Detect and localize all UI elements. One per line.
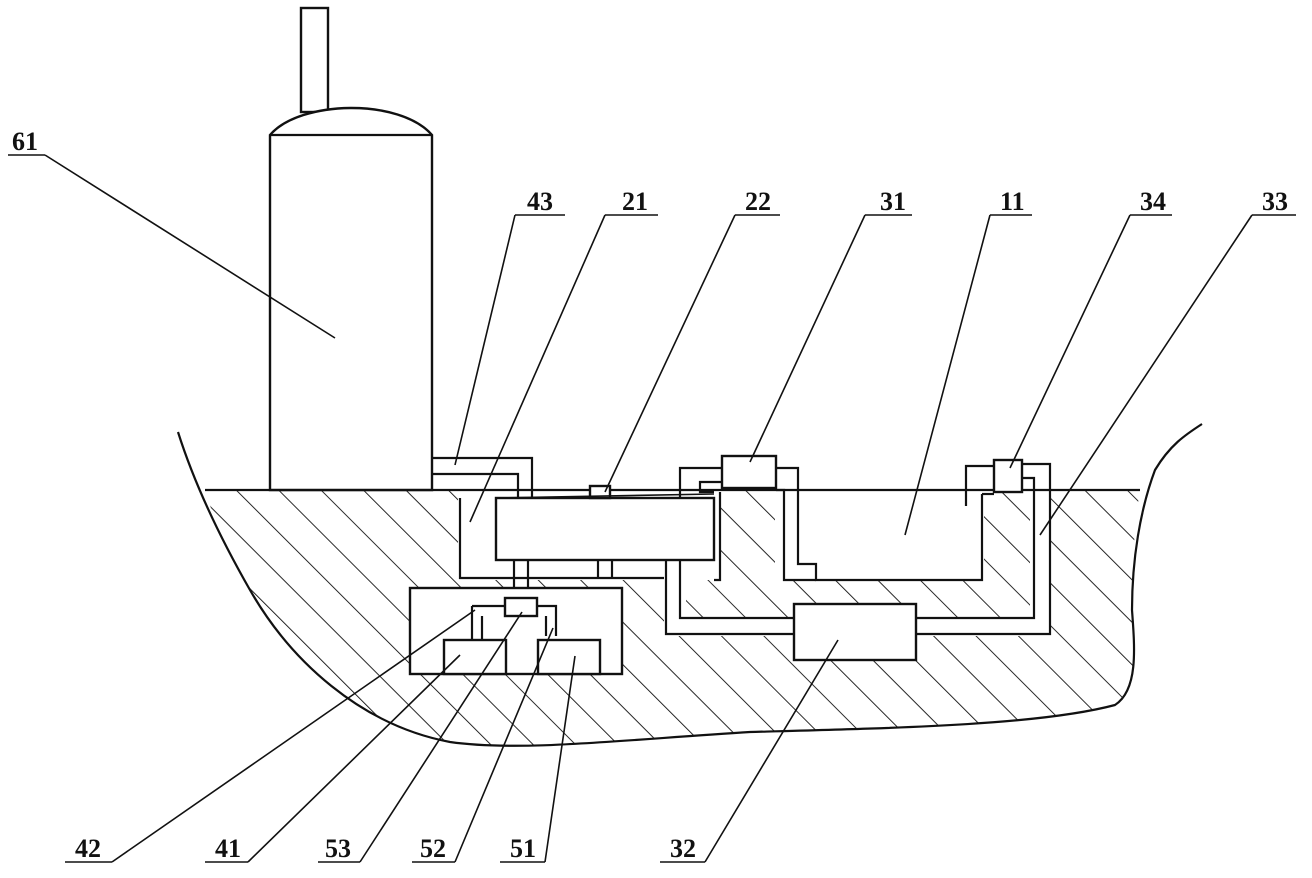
label-41: 41 <box>215 834 241 863</box>
label-51: 51 <box>510 834 536 863</box>
tank <box>268 6 434 492</box>
label-43: 43 <box>527 187 553 216</box>
part-34-valve <box>992 458 1024 494</box>
label-52: 52 <box>420 834 446 863</box>
label-22: 22 <box>745 187 771 216</box>
label-31: 31 <box>880 187 906 216</box>
label-11: 11 <box>1000 187 1025 216</box>
leader-lines <box>8 154 1296 863</box>
pipe-network <box>664 462 1052 636</box>
label-33: 33 <box>1262 187 1288 216</box>
label-32: 32 <box>670 834 696 863</box>
pipe-43 <box>432 456 534 498</box>
part-21-box <box>494 496 716 562</box>
part-31-valve <box>720 454 778 490</box>
part-22-valve <box>588 484 612 500</box>
label-21: 21 <box>622 187 648 216</box>
part-32-pump <box>792 602 918 662</box>
label-42: 42 <box>75 834 101 863</box>
label-34: 34 <box>1140 187 1166 216</box>
chamber-5x <box>408 586 624 676</box>
chamber-21 <box>458 498 664 580</box>
label-61: 61 <box>12 127 38 156</box>
label-53: 53 <box>325 834 351 863</box>
